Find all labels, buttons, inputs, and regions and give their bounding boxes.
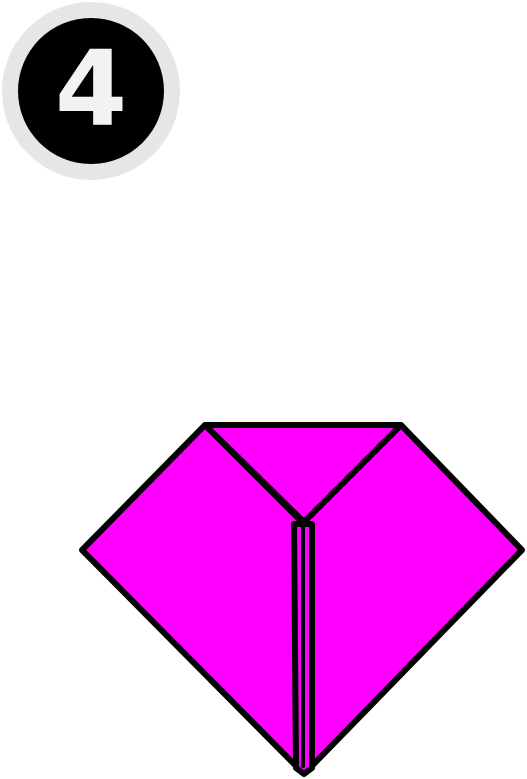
step-badge: 4: [2, 2, 180, 180]
step-badge-circle: 4: [18, 18, 164, 164]
step-number: 4: [54, 28, 128, 150]
top-triangle: [202, 422, 404, 525]
